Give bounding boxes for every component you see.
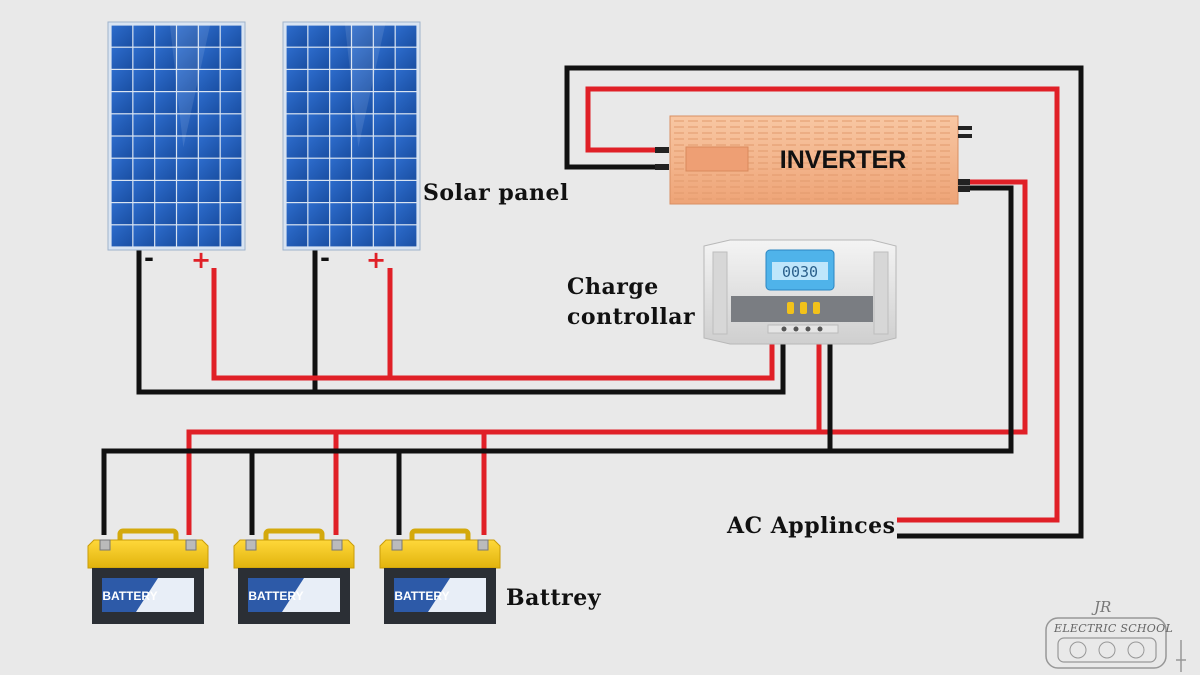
wire-battery-negative — [101, 185, 1014, 535]
panel2-minus-sign: - — [320, 244, 330, 272]
wire-panel-negative — [136, 250, 786, 395]
watermark-logo — [1045, 617, 1186, 672]
battery-1: BATTERY — [87, 528, 209, 624]
solar-panel-1 — [107, 21, 246, 251]
battery-2: BATTERY — [233, 528, 355, 624]
watermark-monogram: JR — [1094, 598, 1112, 616]
battery-bank: BATTERY BATTERY BATTERY — [87, 528, 501, 624]
watermark-text: ELECTRIC SCHOOL — [1054, 622, 1174, 635]
battery-3-plate-label: BATTERY — [394, 589, 449, 603]
solar-panel-label: Solar panel — [423, 180, 569, 206]
panel2-plus-sign: + — [366, 246, 387, 274]
ac-appliances-label: AC Applinces — [727, 513, 896, 539]
wire-battery-positive — [186, 179, 1028, 535]
wire-panel-positive — [211, 268, 775, 381]
battery-1-plate-label: BATTERY — [102, 589, 157, 603]
solar-panel-2 — [282, 21, 421, 251]
wire-ac-positive — [585, 86, 1060, 523]
battery-group-label: Battrey — [506, 585, 602, 611]
inverter-display — [685, 146, 749, 172]
battery-3: BATTERY — [379, 528, 501, 624]
panel1-minus-sign: - — [144, 244, 154, 272]
charge-controller-label: Charge controllar — [567, 274, 696, 330]
panel1-plus-sign: + — [191, 246, 212, 274]
inverter-label: INVERTER — [780, 146, 906, 174]
wiring — [101, 65, 1084, 539]
battery-2-plate-label: BATTERY — [248, 589, 303, 603]
controller-display-value: 0030 — [782, 263, 818, 281]
inverter: INVERTER — [655, 115, 972, 205]
charge-controller: 0030 — [703, 239, 897, 345]
wire-ac-negative — [564, 65, 1084, 539]
